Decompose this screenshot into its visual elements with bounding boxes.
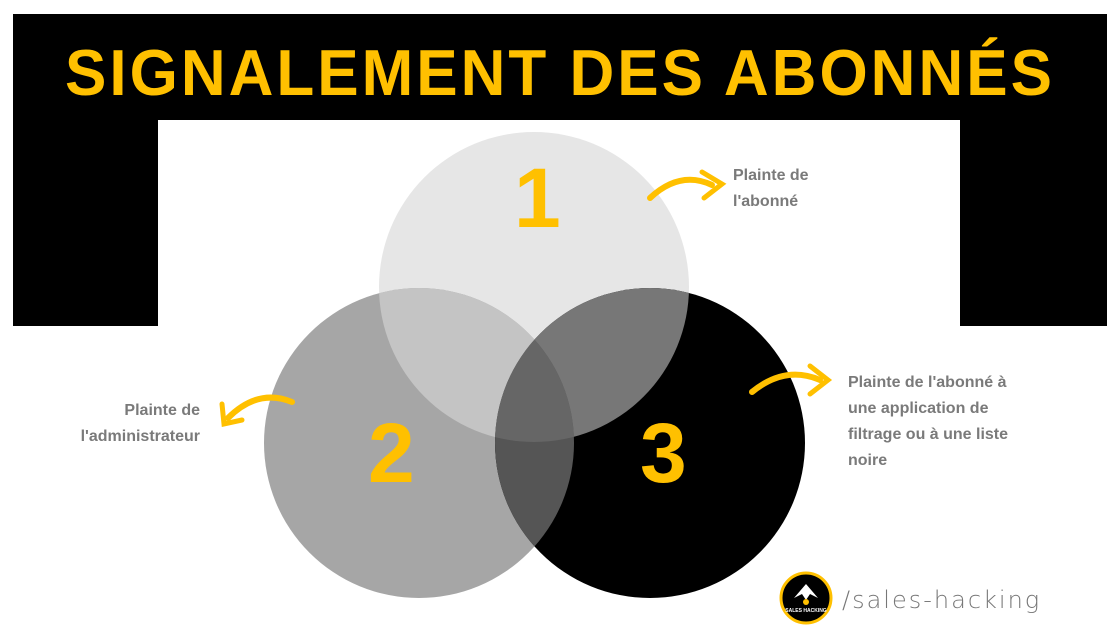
brand-logo: SALES HACKING bbox=[779, 571, 833, 625]
brand-handle: /sales-hacking bbox=[842, 586, 1042, 614]
label-line: une application de bbox=[848, 400, 989, 417]
circle-3-label: Plainte de l'abonné à une application de… bbox=[848, 370, 1008, 474]
svg-text:SALES HACKING: SALES HACKING bbox=[785, 608, 827, 614]
label-line: Plainte de bbox=[124, 402, 200, 419]
label-line: l'administrateur bbox=[80, 428, 200, 445]
circle-2-label: Plainte de l'administrateur bbox=[81, 398, 200, 450]
arrow-icon bbox=[647, 169, 727, 201]
page-title: SIGNALEMENT DES ABONNÉS bbox=[65, 37, 1055, 110]
circle-1-label: Plainte de l'abonné bbox=[733, 163, 809, 215]
overlap-1-2 bbox=[379, 288, 574, 442]
arrow-icon bbox=[219, 394, 295, 428]
title-frame bbox=[13, 14, 1107, 326]
circle-1-number: 1 bbox=[514, 151, 561, 245]
label-line: noire bbox=[848, 452, 888, 469]
label-line: Plainte de l'abonné à bbox=[848, 374, 1007, 391]
circle-3-number: 3 bbox=[640, 406, 687, 500]
arrow-icon bbox=[749, 363, 833, 397]
label-line: l'abonné bbox=[733, 193, 799, 210]
label-line: Plainte de bbox=[733, 167, 809, 184]
circle-2-number: 2 bbox=[368, 406, 415, 500]
label-line: filtrage ou à une liste bbox=[848, 426, 1009, 443]
overlap-1-3 bbox=[495, 288, 689, 442]
